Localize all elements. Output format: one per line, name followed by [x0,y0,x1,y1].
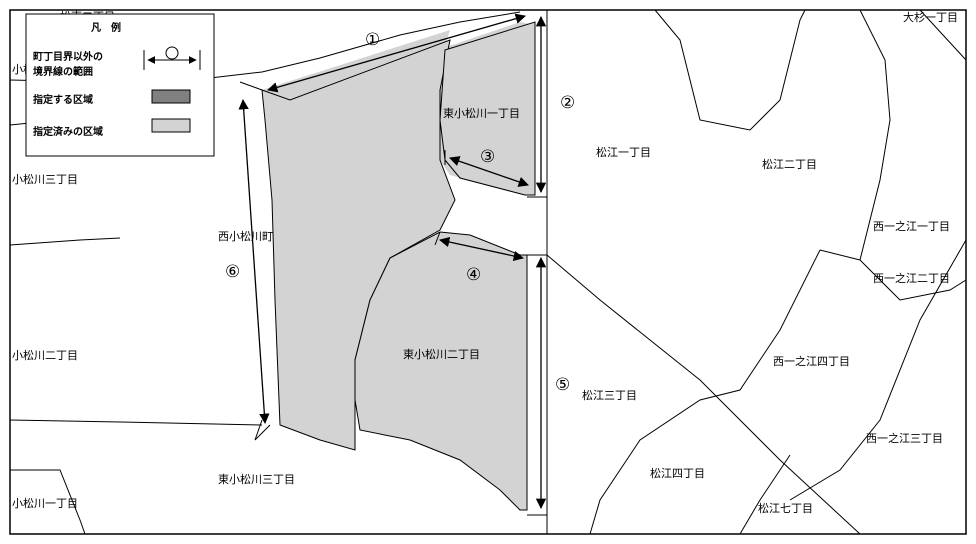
label-matsue-2: 松江二丁目 [762,157,817,171]
marker-5: ⑤ [555,375,570,395]
marker-2: ② [560,93,575,113]
legend-item-designated: 指定する区域 [33,93,93,106]
label-komatsugawa-3: 小松川三丁目 [12,172,78,186]
label-nishiichinoe-1: 西一之江一丁目 [873,219,950,233]
marker-3: ③ [480,147,495,167]
label-higashi-komatsugawa-1: 東小松川一丁目 [443,106,520,120]
legend-range-symbol [143,46,201,70]
label-osugi-1: 大杉一丁目 [903,10,958,24]
marker-1: ① [365,30,380,50]
marker-4: ④ [466,265,481,285]
marker-6: ⑥ [225,262,240,282]
label-matsue-4: 松江四丁目 [650,466,705,480]
legend-item-range-line2: 境界線の範囲 [33,65,93,78]
label-nishiichinoe-4: 西一之江四丁目 [773,354,850,368]
legend-swatch-already-designated [151,118,191,133]
label-nishiichinoe-2: 西一之江二丁目 [873,271,950,285]
legend-item-already-designated: 指定済みの区域 [33,125,103,138]
legend-swatch-designated [151,89,191,104]
label-matsue-3: 松江三丁目 [582,388,637,402]
label-komatsugawa-1: 小松川一丁目 [12,496,78,510]
label-nishi-komatsugawa: 西小松川町 [218,229,273,243]
legend-item-range-line1: 町丁目界以外の [33,50,103,63]
legend-title: 凡 例 [91,21,121,34]
range-arrows [238,13,547,510]
label-higashi-komatsugawa-3: 東小松川三丁目 [218,472,295,486]
label-komatsugawa-2: 小松川二丁目 [12,348,78,362]
legend: 凡 例 町丁目界以外の 境界線の範囲 指定する区域 指定済みの区域 [25,13,215,157]
label-higashi-komatsugawa-2: 東小松川二丁目 [403,347,480,361]
label-nishiichinoe-3: 西一之江三丁目 [866,431,943,445]
label-matsue-1: 松江一丁目 [596,145,651,159]
label-matsue-7: 松江七丁目 [758,501,813,515]
